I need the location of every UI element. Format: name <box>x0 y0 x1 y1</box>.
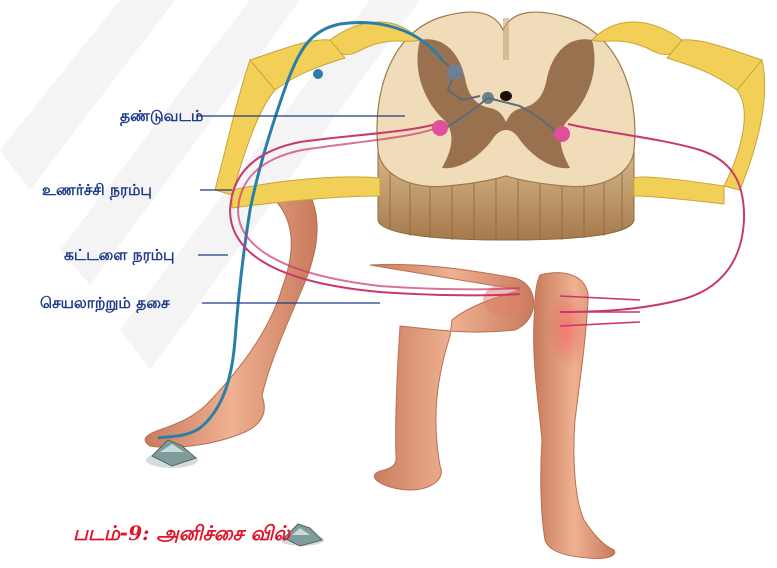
effector-muscle-label: செயலாற்றும் தசை <box>40 293 170 313</box>
spinal-cord-cross-section <box>377 12 635 240</box>
caption-prefix: படம்- <box>73 521 128 545</box>
sensory-nerve-label: உணர்ச்சி நரம்பு <box>42 180 152 200</box>
raised-knee-right-leg <box>370 264 534 490</box>
caption-number: 9 <box>128 521 142 545</box>
caption-separator: : <box>142 521 149 545</box>
figure-caption: படம்-9: அனிச்சை வில் <box>73 520 290 546</box>
motor-nerve-label: கட்டளை நரம்பு <box>64 245 175 265</box>
standing-right-leg <box>534 273 615 559</box>
spinal-cord-label: தண்டுவடம் <box>120 106 203 126</box>
caption-title: அனிச்சை வில் <box>156 521 290 545</box>
